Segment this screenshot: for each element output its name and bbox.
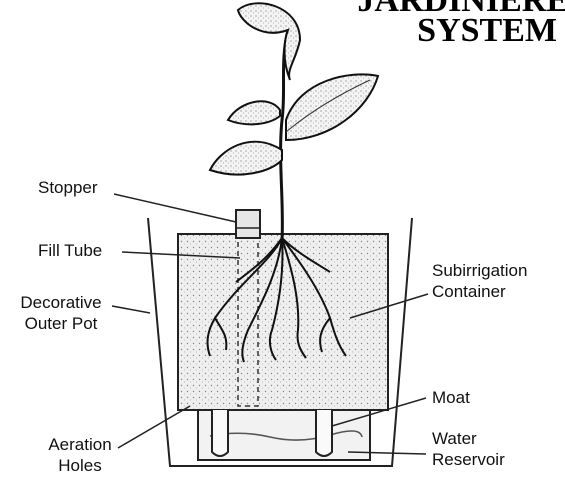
diagram-title-line2: SYSTEM — [417, 14, 557, 48]
label-decorative-outer-pot: Decorative Outer Pot — [8, 292, 114, 334]
label-water-reservoir-line2: Reservoir — [432, 449, 505, 470]
label-aeration-holes-line2: Holes — [38, 455, 122, 476]
aeration-tube-left — [212, 410, 228, 456]
label-decorative-outer-pot-line1: Decorative — [8, 292, 114, 313]
label-subirrigation-container-line1: Subirrigation — [432, 260, 527, 281]
label-water-reservoir-line1: Water — [432, 428, 505, 449]
label-aeration-holes: Aeration Holes — [38, 434, 122, 476]
leaf-right — [286, 74, 378, 140]
label-water-reservoir: Water Reservoir — [432, 428, 505, 470]
label-decorative-outer-pot-line2: Outer Pot — [8, 313, 114, 334]
leaf-left — [210, 142, 282, 175]
label-subirrigation-container: Subirrigation Container — [432, 260, 527, 302]
label-moat: Moat — [432, 387, 470, 408]
moat-tube-right — [316, 410, 332, 456]
leaf-top — [238, 3, 300, 80]
label-stopper: Stopper — [38, 177, 98, 198]
label-subirrigation-container-line2: Container — [432, 281, 527, 302]
label-aeration-holes-line1: Aeration — [38, 434, 122, 455]
stopper — [236, 210, 260, 238]
leaf-upper-left — [228, 101, 280, 124]
label-fill-tube: Fill Tube — [38, 240, 102, 261]
